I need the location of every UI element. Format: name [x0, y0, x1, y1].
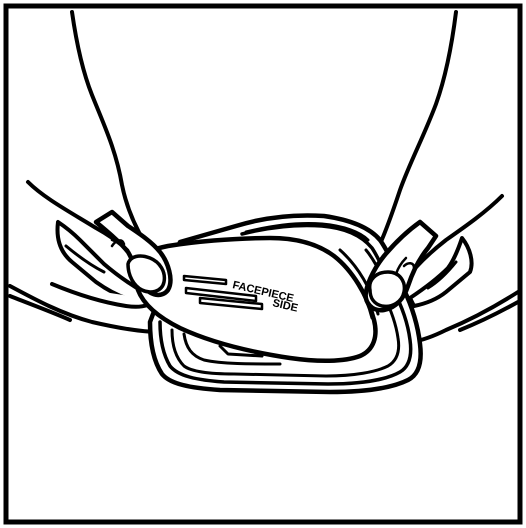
filter-insertion-illustration: FACEPIECE SIDE: [0, 0, 526, 528]
illustration-panel: FACEPIECE SIDE: [0, 0, 526, 528]
